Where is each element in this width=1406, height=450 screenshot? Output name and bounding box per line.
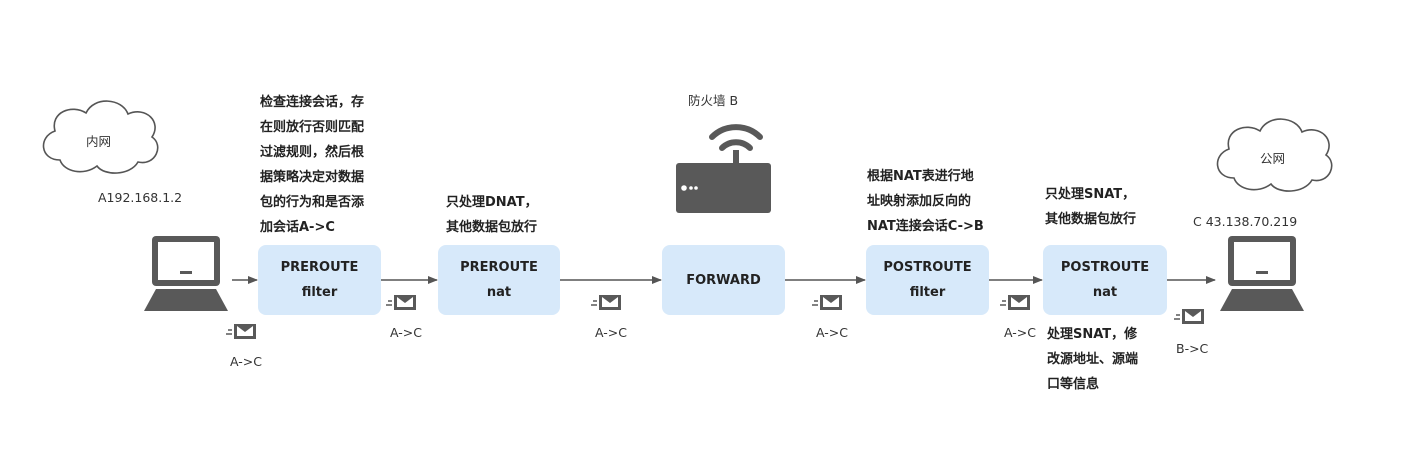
- box-postroute-filter-line1: POSTROUTE: [883, 260, 972, 275]
- note-preroute-nat: 只处理DNAT， 其他数据包放行: [446, 195, 538, 235]
- box-postroute-nat-line2: nat: [1092, 285, 1118, 300]
- packet-label: A->C: [390, 325, 422, 340]
- box-forward-line1: FORWARD: [686, 272, 761, 288]
- intranet-label: 内网: [86, 134, 112, 149]
- host-c-label: C 43.138.70.219: [1193, 214, 1298, 229]
- box-preroute-filter-line1: PREROUTE: [280, 260, 359, 275]
- laptop-icon-host-c: [1220, 236, 1304, 311]
- cloud-icon-internet: [1216, 118, 1333, 192]
- note-postroute-filter: 根据NAT表进行地 址映射添加反向的 NAT连接会话C->B: [867, 169, 984, 234]
- note-postroute-nat: 只处理SNAT， 其他数据包放行: [1045, 187, 1137, 227]
- box-postroute-filter: POSTROUTE filter: [866, 245, 989, 315]
- packet-label: A->C: [595, 325, 627, 340]
- envelope-icon: [226, 324, 256, 339]
- firewall-label: 防火墙 B: [688, 93, 739, 108]
- envelope-icon: [1000, 295, 1030, 310]
- box-preroute-nat-line2: nat: [486, 285, 512, 300]
- note-snat-detail: 处理SNAT，修 改源地址、源端 口等信息: [1047, 327, 1139, 392]
- box-preroute-nat: PREROUTE nat: [438, 245, 560, 315]
- envelope-icon: [812, 295, 842, 310]
- box-preroute-filter: PREROUTE filter: [258, 245, 381, 315]
- packet-label: A->C: [816, 325, 848, 340]
- envelope-icon: [591, 295, 621, 310]
- box-postroute-nat-line1: POSTROUTE: [1060, 260, 1150, 275]
- envelope-icon: [1174, 309, 1204, 324]
- host-a-label: A192.168.1.2: [98, 190, 183, 205]
- envelope-icon: [386, 295, 416, 310]
- cloud-icon-intranet: [42, 100, 159, 174]
- laptop-icon-host-a: [144, 236, 228, 311]
- box-postroute-nat: POSTROUTE nat: [1043, 245, 1167, 315]
- packet-label: A->C: [1004, 325, 1036, 340]
- packet-label: B->C: [1176, 341, 1209, 356]
- note-preroute-filter: 检查连接会话，存 在则放行否则匹配 过滤规则，然后根 据策略决定对数据 包的行为…: [260, 95, 365, 235]
- packet-label: A->C: [230, 354, 262, 369]
- router-icon-firewall: [676, 124, 771, 213]
- box-postroute-filter-line2: filter: [909, 285, 946, 300]
- internet-label: 公网: [1260, 151, 1286, 166]
- box-preroute-filter-line2: filter: [301, 285, 338, 300]
- box-forward: FORWARD: [662, 245, 785, 315]
- box-preroute-nat-line1: PREROUTE: [460, 260, 538, 275]
